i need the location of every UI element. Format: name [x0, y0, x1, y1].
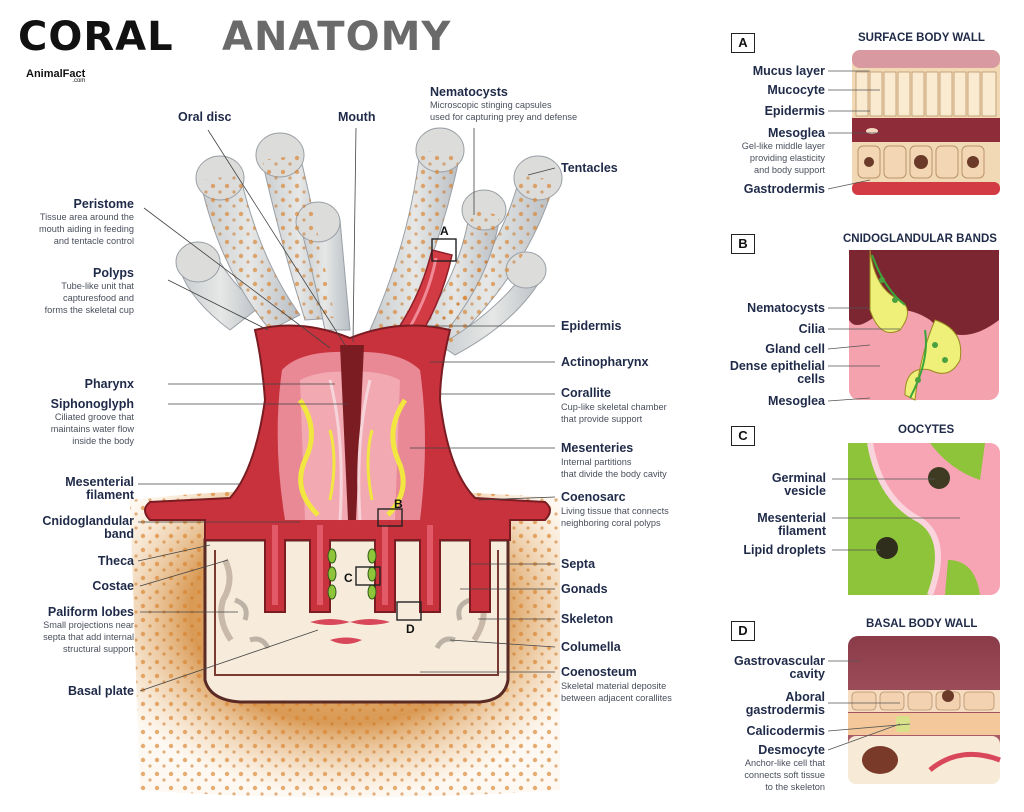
panel-b-dense-epithelial: Dense epithelial cells	[729, 359, 825, 387]
marker-a: A	[440, 224, 449, 238]
brand-name: AnimalFact	[26, 68, 86, 80]
desc-coenosteum: Skeletal material deposite between adjac…	[561, 681, 672, 703]
panel-c-artwork	[848, 442, 1000, 597]
label-corallite: Corallite	[561, 386, 612, 400]
label-cnidoglandular-band: Cnidoglandular band	[42, 514, 134, 542]
label-theca: Theca	[97, 554, 134, 568]
panel-d-calicodermis: Calicodermis	[746, 724, 825, 738]
marker-b: B	[394, 497, 403, 511]
desc-peristome: Tissue area around the mouth aiding in f…	[38, 212, 134, 246]
polyp-body	[144, 324, 551, 613]
panel-d-desmocyte-desc: Anchor-like cell that connects soft tiss…	[744, 758, 825, 792]
panel-c-germinal-vesicle: Germinal vesicle	[771, 471, 826, 499]
panel-d-gastrovascular: Gastrovascular cavity	[733, 654, 825, 682]
panel-a-letter: A	[731, 33, 755, 53]
label-septa: Septa	[561, 557, 596, 571]
marker-c: C	[344, 571, 353, 585]
panel-d-letter: D	[731, 621, 755, 641]
panel-a-mesoglea: Mesoglea	[768, 126, 825, 140]
desc-paliform-lobes: Small projections near septa that add in…	[43, 620, 134, 654]
label-nematocysts: Nematocysts	[430, 85, 508, 99]
panel-b-letter: B	[731, 234, 755, 254]
label-peristome: Peristome	[73, 197, 134, 211]
brand-sub: .com	[72, 78, 86, 84]
label-actinopharynx: Actinopharynx	[561, 355, 649, 369]
panel-a-mucocyte: Mucocyte	[767, 83, 825, 97]
label-polyps: Polyps	[93, 266, 134, 280]
label-pharynx: Pharynx	[84, 377, 134, 391]
label-gonads: Gonads	[561, 582, 608, 596]
panel-c-lipid-droplets: Lipid droplets	[743, 543, 826, 557]
label-oral-disc: Oral disc	[178, 110, 232, 124]
brand-logo: AnimalFact .com	[26, 68, 85, 84]
panel-b-gland-cell: Gland cell	[765, 342, 825, 356]
leader-lines	[137, 127, 556, 692]
panel-c-letter: C	[731, 426, 755, 446]
panel-a-artwork	[852, 50, 1000, 195]
skeleton-cup	[203, 538, 510, 704]
label-tentacles: Tentacles	[561, 161, 618, 175]
tentacles	[175, 127, 563, 356]
panel-c-mesenterial-filament: Mesenterial filament	[757, 511, 826, 539]
title-part-1: CORAL	[18, 14, 174, 60]
label-basal-plate: Basal plate	[67, 684, 134, 698]
label-columella: Columella	[561, 640, 621, 654]
title-part-2: ANATOMY	[222, 14, 452, 60]
desc-coenosarc: Living tissue that connects neighboring …	[561, 506, 669, 528]
label-paliform-lobes: Paliform lobes	[47, 605, 134, 619]
label-skeleton: Skeleton	[561, 612, 614, 626]
panel-a-mucus-layer: Mucus layer	[752, 64, 825, 78]
label-mesenterial-filament: Mesenterial filament	[65, 475, 134, 503]
marker-d: D	[406, 622, 415, 636]
label-epidermis: Epidermis	[561, 319, 622, 333]
panel-leader-lines	[827, 70, 960, 751]
panel-b-cilia: Cilia	[798, 322, 825, 336]
panel-b-mesoglea: Mesoglea	[768, 394, 825, 408]
desc-corallite: Cup-like skeletal chamber that provide s…	[561, 402, 667, 424]
label-siphonoglyph: Siphonoglyph	[50, 397, 134, 411]
panel-d-desmocyte: Desmocyte	[758, 743, 825, 757]
panel-a-gastrodermis: Gastrodermis	[743, 182, 825, 196]
panel-c-title: OOCYTES	[898, 424, 955, 436]
desc-nematocysts: Microscopic stinging capsules used for c…	[430, 100, 578, 122]
label-mesenteries: Mesenteries	[561, 441, 634, 455]
panel-d-artwork	[848, 636, 1001, 784]
detail-markers	[355, 238, 457, 621]
panel-a-mesoglea-desc: Gel-like middle layer providing elastici…	[741, 141, 825, 175]
desc-mesenteries: Internal partitions that divide the body…	[561, 457, 667, 479]
label-coenosteum: Coenosteum	[561, 665, 637, 679]
panel-b-nematocysts: Nematocysts	[747, 301, 825, 315]
panel-b-title: CNIDOGLANDULAR BANDS	[843, 233, 997, 245]
label-coenosarc: Coenosarc	[561, 490, 626, 504]
desc-siphonoglyph: Ciliated groove that maintains water flo…	[50, 412, 134, 446]
panel-a-title: SURFACE BODY WALL	[858, 32, 985, 44]
label-costae: Costae	[92, 579, 134, 593]
desc-polyps: Tube-like unit that capturesfood and for…	[44, 281, 134, 315]
panel-b-artwork	[849, 249, 999, 401]
panel-a-epidermis: Epidermis	[764, 104, 825, 118]
panel-d-aboral: Aboral gastrodermis	[745, 690, 825, 718]
panel-d-title: BASAL BODY WALL	[866, 618, 978, 630]
label-mouth: Mouth	[338, 110, 376, 124]
